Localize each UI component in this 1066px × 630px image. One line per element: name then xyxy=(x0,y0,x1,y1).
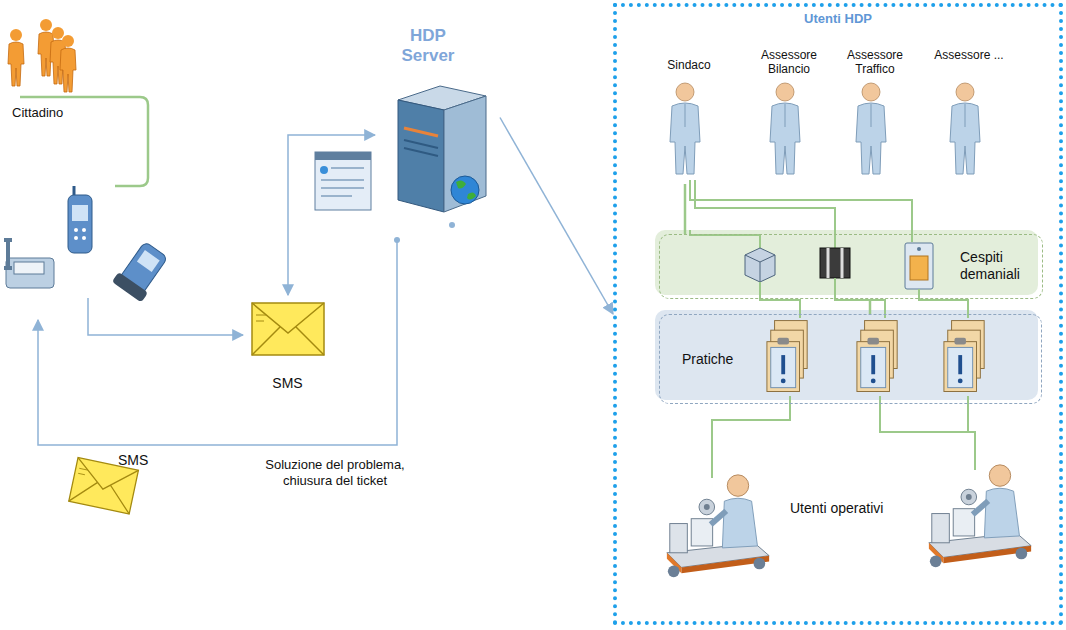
user-node: Assessore Bilancio xyxy=(754,48,828,184)
connector xyxy=(869,299,872,314)
group-label: Utenti operativi xyxy=(790,500,883,517)
connector xyxy=(684,184,687,234)
actor-node: Cittadino xyxy=(5,15,100,125)
node-text: Cittadino xyxy=(12,105,63,121)
node-text: Utenti HDP xyxy=(617,11,1059,27)
user-region: Utenti HDP Sindaco Assessore Bilancio Asses… xyxy=(613,3,1063,625)
user-node: Assessore ... xyxy=(934,48,1008,184)
user-node: Sindaco xyxy=(659,54,723,184)
connector xyxy=(500,118,613,315)
node-text: Sindaco xyxy=(659,58,719,72)
asset-band: Cespiti demaniali xyxy=(659,234,1043,299)
user-node: Assessore Traffico xyxy=(839,48,915,184)
node-text: HDP Server xyxy=(393,26,463,67)
note-label: Soluzione del problema, chiusura del tic… xyxy=(250,457,420,488)
node-text: Assessore ... xyxy=(934,48,1004,62)
node-text: Pratiche xyxy=(682,351,733,368)
connector xyxy=(288,135,375,295)
case-band: Pratiche xyxy=(659,314,1042,404)
sms-node: SMS xyxy=(245,295,334,395)
node-text: Assessore Bilancio xyxy=(754,48,824,77)
node-text: SMS xyxy=(245,375,330,392)
sms-label: SMS xyxy=(118,452,148,469)
server-node: HDP Server xyxy=(375,20,500,215)
node-text: Assessore Traffico xyxy=(839,48,911,77)
node-text: Cespiti demaniali xyxy=(960,249,1040,283)
